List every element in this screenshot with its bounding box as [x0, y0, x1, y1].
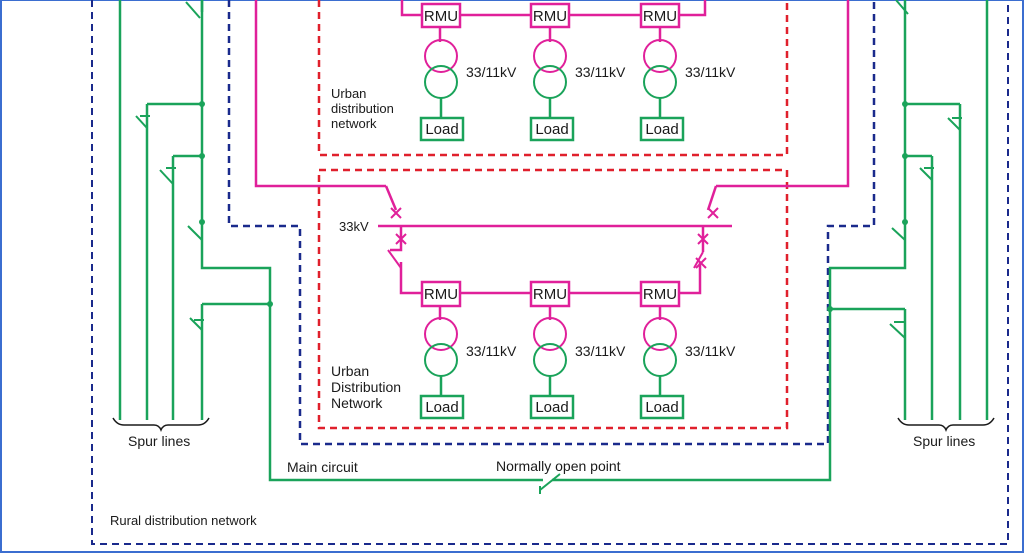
- rmu-top-row: RMU RMU RMU: [420, 2, 681, 29]
- load-label: Load: [645, 399, 678, 416]
- load-box: [419, 394, 465, 420]
- normally-open-point-label: Normally open point: [496, 458, 621, 474]
- rmu-box: [529, 2, 571, 29]
- kv-ratio-label: 33/11kV: [685, 64, 736, 80]
- load-box: [639, 116, 685, 142]
- load-label: Load: [535, 399, 568, 416]
- load-box: [419, 116, 465, 142]
- rmu-box: [420, 2, 462, 29]
- rmu-bottom-row: RMU RMU RMU: [420, 280, 681, 308]
- load-box: [639, 394, 685, 420]
- rmu-label: RMU: [424, 286, 458, 303]
- load-box: [529, 116, 575, 142]
- rmu-label: RMU: [533, 8, 567, 25]
- breaker-marks: [387, 207, 719, 269]
- load-label: Load: [535, 121, 568, 138]
- rmu-box: [529, 280, 571, 308]
- kv-ratio-label: 33/11kV: [575, 343, 626, 359]
- rmu-label: RMU: [643, 8, 677, 25]
- transformers-top: [424, 39, 677, 99]
- rmu-box: [639, 2, 681, 29]
- main-circuit-label: Main circuit: [287, 459, 358, 475]
- spur-lines-left-label: Spur lines: [128, 433, 190, 449]
- rmu-box: [420, 280, 462, 308]
- spur-brackets: [112, 417, 995, 433]
- urban-network-top-boundary: [317, 0, 789, 157]
- kv-labels: 33/11kV 33/11kV 33/11kV 33/11kV 33/11kV …: [466, 64, 736, 359]
- spur-lines-right-label: Spur lines: [913, 433, 975, 449]
- load-label: Load: [425, 399, 458, 416]
- urban-top-label-3: network: [331, 116, 377, 131]
- load-box: [529, 394, 575, 420]
- load-label: Load: [645, 121, 678, 138]
- green-switch-marks: [135, 0, 962, 494]
- rmu-label: RMU: [424, 8, 458, 25]
- pink-33kv-network: [254, 0, 850, 320]
- urban-bottom-label-2: Distribution: [331, 379, 401, 395]
- rural-network-label: Rural distribution network: [110, 513, 257, 528]
- rmu-label: RMU: [643, 286, 677, 303]
- load-boxes-bottom: Load Load Load: [419, 394, 685, 420]
- urban-bottom-label-3: Network: [331, 395, 383, 411]
- bus-33kv-label: 33kV: [339, 219, 369, 234]
- urban-area-boundary: [227, 0, 876, 446]
- urban-bottom-label-1: Urban: [331, 363, 369, 379]
- green-load-links: [439, 98, 662, 396]
- urban-top-label-1: Urban: [331, 86, 366, 101]
- rmu-label: RMU: [533, 286, 567, 303]
- green-rural-network: [118, 0, 989, 482]
- kv-ratio-label: 33/11kV: [575, 64, 626, 80]
- green-junction-dots: [199, 101, 908, 312]
- urban-network-bottom-boundary: [317, 168, 789, 430]
- rural-network-boundary: [91, 0, 1009, 545]
- rmu-box: [639, 280, 681, 308]
- kv-ratio-label: 33/11kV: [466, 343, 517, 359]
- load-boxes-top: Load Load Load: [419, 116, 685, 142]
- kv-ratio-label: 33/11kV: [685, 343, 736, 359]
- kv-ratio-label: 33/11kV: [466, 64, 517, 80]
- urban-top-label-2: distribution: [331, 101, 394, 116]
- load-label: Load: [425, 121, 458, 138]
- transformers-bottom: [424, 317, 677, 377]
